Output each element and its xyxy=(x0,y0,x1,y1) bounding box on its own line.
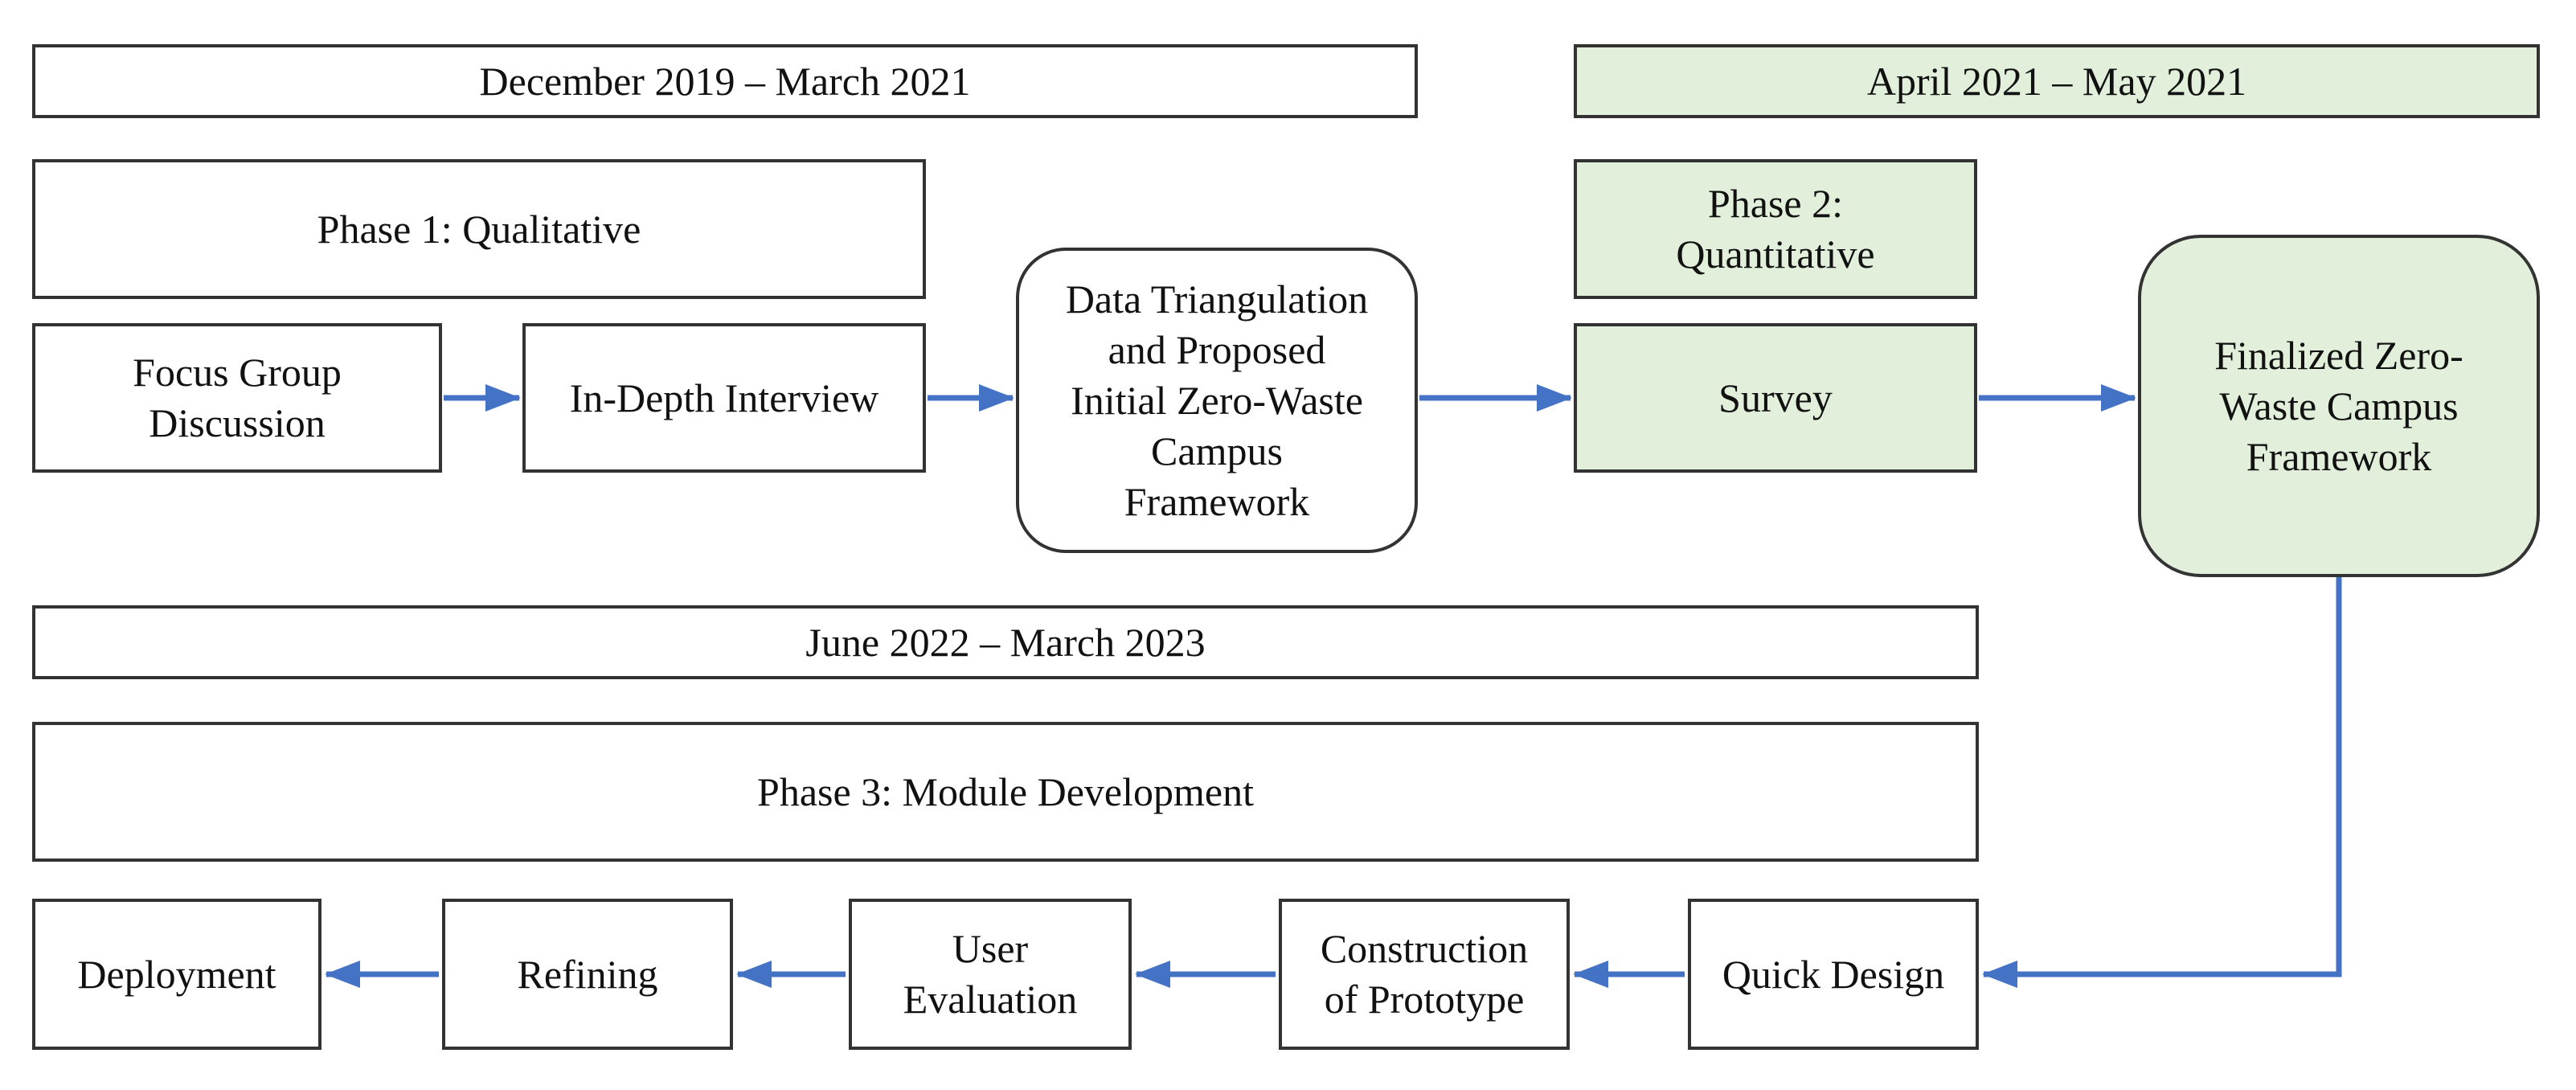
node-finalized-framework: Finalized Zero- Waste Campus Framework xyxy=(2138,235,2540,577)
node-data-triangulation: Data Triangulation and Proposed Initial … xyxy=(1016,248,1418,553)
node-phase3-module-development: Phase 3: Module Development xyxy=(32,722,1979,862)
timeline-header-phase3: June 2022 – March 2023 xyxy=(32,605,1979,679)
node-quick-design: Quick Design xyxy=(1688,899,1979,1050)
arrow-finalized-to-quick-design xyxy=(1982,577,2342,988)
node-focus-group-discussion: Focus Group Discussion xyxy=(32,323,442,473)
node-phase1-qualitative: Phase 1: Qualitative xyxy=(32,159,926,299)
node-phase2-quantitative: Phase 2: Quantitative xyxy=(1574,159,1977,299)
node-survey: Survey xyxy=(1574,323,1977,473)
node-user-evaluation: User Evaluation xyxy=(849,899,1132,1050)
node-deployment: Deployment xyxy=(32,899,321,1050)
timeline-header-phase2: April 2021 – May 2021 xyxy=(1574,44,2540,118)
node-in-depth-interview: In-Depth Interview xyxy=(522,323,926,473)
node-refining: Refining xyxy=(442,899,733,1050)
node-construction-of-prototype: Construction of Prototype xyxy=(1279,899,1570,1050)
timeline-header-phase1-2: December 2019 – March 2021 xyxy=(32,44,1418,118)
